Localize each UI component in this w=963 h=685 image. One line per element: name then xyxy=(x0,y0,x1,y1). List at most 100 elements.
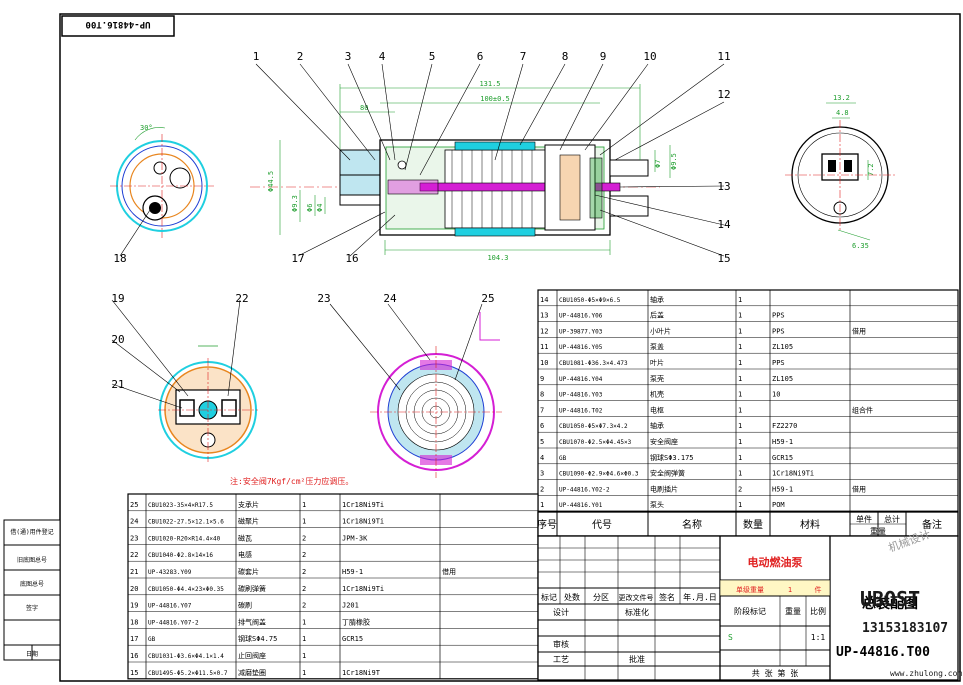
bom-cell-code: UP-44816.Y02-2 xyxy=(559,486,610,493)
callout-18: 18 xyxy=(113,252,126,265)
tb-unit: 件 xyxy=(815,585,822,594)
bom-cell-note: 借用 xyxy=(442,567,456,576)
hdr-w2: 总计 xyxy=(884,514,900,524)
dim-d95: Φ9.5 xyxy=(670,153,678,170)
bom-cell-code: UP-44816.Y06 xyxy=(559,313,603,320)
dim-d93: Φ9.3 xyxy=(291,195,299,212)
dim-104: 104.3 xyxy=(487,254,508,262)
callout-14: 14 xyxy=(717,218,731,231)
callout-4: 4 xyxy=(379,50,386,63)
bom-cell-no: 21 xyxy=(130,568,138,576)
bom-cell-qty: 2 xyxy=(302,551,306,559)
bom-cell-code: UP-43283.Y09 xyxy=(148,569,192,576)
bom-cell-qty: 1 xyxy=(738,454,742,462)
bom-cell-code: CBU1081-Φ36.3×4.473 xyxy=(559,360,628,367)
drawing-number-top-box: UP-44816.T00 xyxy=(61,15,175,37)
bom-cell-no: 1 xyxy=(540,501,544,509)
bom-cell-name: 钢球SΦ4.75 xyxy=(238,634,277,643)
bom-cell-no: 25 xyxy=(130,501,138,509)
bom-cell-no: 24 xyxy=(130,518,138,526)
hdr-name: 名称 xyxy=(682,518,702,531)
bom-cell-no: 14 xyxy=(540,296,548,304)
callout-13: 13 xyxy=(717,180,730,193)
bom-cell-code: UP-39877.Y03 xyxy=(559,328,603,335)
tb-weight: 重量 xyxy=(785,606,801,616)
tb-unit-count: 1 xyxy=(788,586,792,594)
bom-cell-code: UP-44816.T02 xyxy=(559,407,603,414)
bom-cell-qty: 1 xyxy=(738,327,742,335)
bom-cell-code: CBU1031-Φ3.6×Φ4.1×1.4 xyxy=(148,653,224,660)
bom-cell-code: GB xyxy=(559,455,567,462)
callout-21: 21 xyxy=(111,378,124,391)
bom-cell-name: 后盖 xyxy=(650,311,664,320)
tb-sign: 签名 xyxy=(659,592,675,602)
bom-cell-no: 16 xyxy=(130,652,138,660)
callout-17: 17 xyxy=(291,252,304,265)
bom-cell-code: CBU1023-35×4×R17.5 xyxy=(148,502,213,509)
bom-cell-name: 磁瓦 xyxy=(238,533,252,542)
bom-cell-name: 轴承 xyxy=(650,295,664,304)
tb-sheets: 共 张 第 张 xyxy=(752,668,798,678)
bom-cell-no: 4 xyxy=(540,454,544,462)
bom-cell-note: 组合件 xyxy=(852,405,873,414)
tb-scale-label: 比例 xyxy=(810,606,826,616)
bom-cell-qty: 1 xyxy=(738,312,742,320)
hdr-code: 代号 xyxy=(592,519,612,531)
bom-cell-no: 15 xyxy=(130,669,138,677)
tb-mark: 标记 xyxy=(541,592,557,602)
bom-cell-code: CBU1020-R20×R14.4×40 xyxy=(148,535,221,542)
bom-cell-no: 7 xyxy=(540,406,544,414)
bom-cell-qty: 2 xyxy=(302,568,306,576)
dim-80: 80 xyxy=(360,104,368,112)
bom-cell-code: GB xyxy=(148,636,156,643)
bom-cell-material: PPS xyxy=(772,312,785,320)
bom-cell-name: 安全阀弹簧 xyxy=(650,469,685,478)
bom-cell-qty: 1 xyxy=(738,470,742,478)
bom-cell-qty: 1 xyxy=(738,501,742,509)
tb-process: 工艺 xyxy=(553,655,569,664)
drawing-number-rotated: UP-44816.T00 xyxy=(85,19,150,29)
tb-doc: 更改文件号 xyxy=(619,593,654,602)
callout-10: 10 xyxy=(643,50,656,63)
bom-cell-qty: 2 xyxy=(302,534,306,542)
bom-cell-code: CBU1070-Φ2.5×Φ4.45×3 xyxy=(559,439,632,446)
product-title: 电动燃油泵 xyxy=(748,555,803,569)
bom-cell-name: 机壳 xyxy=(650,390,664,399)
bom-cell-name: 泵头 xyxy=(650,500,664,509)
callout-20: 20 xyxy=(111,333,124,346)
brush-end-view: 19 20 21 22 xyxy=(111,292,258,462)
dim-w48: 4.8 xyxy=(836,109,849,117)
bom-cell-name: 电刷插片 xyxy=(650,484,678,493)
bom-cell-name: 小叶片 xyxy=(650,326,671,335)
bom-cell-material: PPS xyxy=(772,327,785,335)
bom-cell-no: 13 xyxy=(540,312,548,320)
bom-cell-material: 1Cr18Ni9Ti xyxy=(342,585,384,593)
bom-cell-qty: 1 xyxy=(738,359,742,367)
bom-cell-code: UP-44816.Y07 xyxy=(148,603,192,610)
bom-cell-no: 23 xyxy=(130,534,138,542)
bom-cell-name: 碳刷 xyxy=(238,601,252,610)
bom-header-row: 序号 代号 名称 数量 材料 单件 总计 重量 备注 xyxy=(537,511,959,537)
bom-cell-qty: 1 xyxy=(738,406,742,414)
note-text: 注:安全阀7Kgf/cm²压力应调压。 xyxy=(230,476,353,486)
bom-cell-material: 10 xyxy=(772,391,780,399)
title-block: 标记 处数 分区 更改文件号 签名 年.月.日 设计 标准化 审核 工艺 批准 … xyxy=(537,535,959,681)
drawing-number: UP-44816.T00 xyxy=(836,645,930,660)
bom-cell-material: 1Cr18Ni9Ti xyxy=(772,470,814,478)
bom-cell-material: ZL105 xyxy=(772,375,793,383)
